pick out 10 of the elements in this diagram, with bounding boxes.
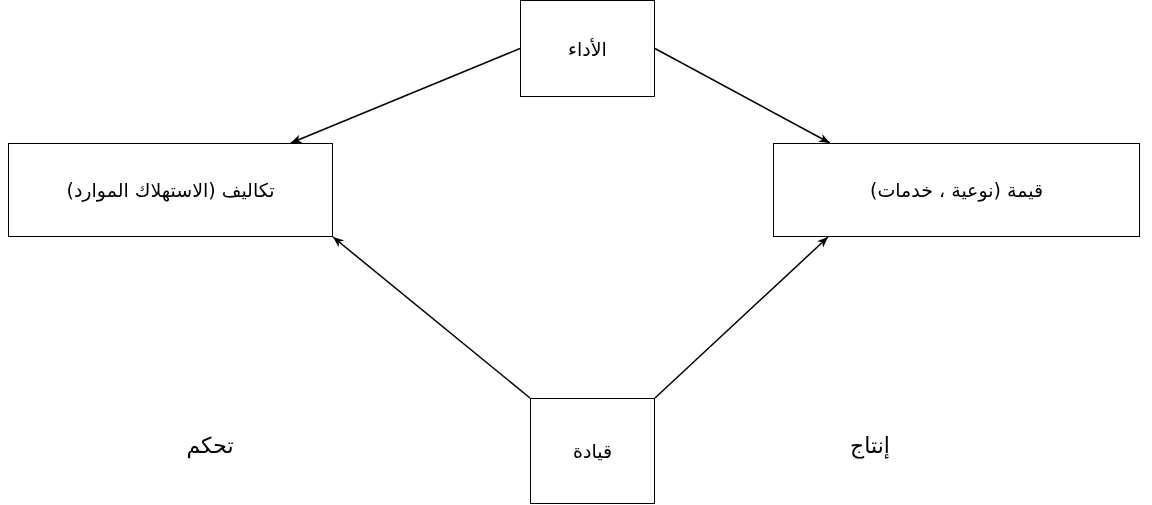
process-box: قيمة (نوعية ، خدمات) [773,143,1140,237]
side-label: إنتاج [850,432,890,458]
arrow [290,47,521,144]
arrow [654,47,831,144]
process-box: الأداء [520,0,655,97]
side-label: تحكم [186,432,234,458]
process-box: تكاليف (الاستهلاك الموارد) [8,143,333,237]
arrow [332,236,531,399]
arrow [654,236,829,399]
process-box: قيادة [530,398,655,504]
